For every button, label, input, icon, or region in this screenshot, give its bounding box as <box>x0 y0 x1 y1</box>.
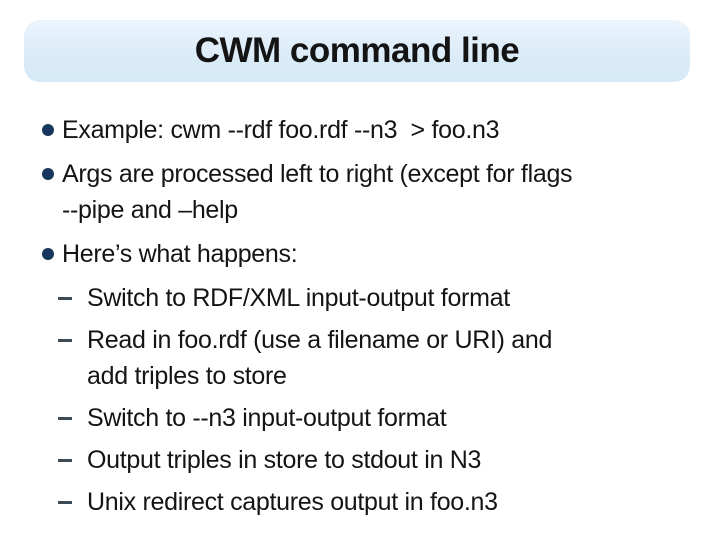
circle-bullet-icon <box>42 248 54 260</box>
sub-bullet-item: Output triples in store to stdout in N3 <box>0 442 720 478</box>
circle-bullet-icon <box>42 168 54 180</box>
slide-title-box: CWM command line <box>24 20 690 82</box>
dash-bullet-icon <box>58 297 72 300</box>
slide-title: CWM command line <box>194 31 520 70</box>
sub-bullet-text: Output triples in store to stdout in N3 <box>87 446 482 474</box>
sub-bullet-text: Unix redirect captures output in foo.n3 <box>87 488 498 516</box>
sub-bullet-text: Switch to RDF/XML input-output format <box>87 284 510 312</box>
sub-bullet-text: Switch to --n3 input-output format <box>87 404 447 432</box>
slide-body: Example: cwm --rdf foo.rdf --n3 > foo.n3… <box>0 112 720 526</box>
bullet-item: Example: cwm --rdf foo.rdf --n3 > foo.n3 <box>0 112 720 148</box>
dash-bullet-icon <box>58 339 72 342</box>
dash-bullet-icon <box>58 417 72 420</box>
bullet-text: Example: cwm --rdf foo.rdf --n3 > foo.n3 <box>62 116 500 144</box>
dash-bullet-icon <box>58 459 72 462</box>
circle-bullet-icon <box>42 124 54 136</box>
sub-bullet-item: Switch to --n3 input-output format <box>0 400 720 436</box>
dash-bullet-icon <box>58 501 72 504</box>
sub-bullet-item: Switch to RDF/XML input-output format <box>0 280 720 316</box>
sub-bullet-item: Read in foo.rdf (use a filename or URI) … <box>0 322 720 394</box>
bullet-item: Args are processed left to right (except… <box>0 156 720 228</box>
bullet-item: Here’s what happens: <box>0 236 720 272</box>
sub-bullet-item: Unix redirect captures output in foo.n3 <box>0 484 720 520</box>
bullet-text: Here’s what happens: <box>62 240 298 268</box>
bullet-text: Args are processed left to right (except… <box>62 160 573 224</box>
sub-bullet-text: Read in foo.rdf (use a filename or URI) … <box>87 326 553 390</box>
